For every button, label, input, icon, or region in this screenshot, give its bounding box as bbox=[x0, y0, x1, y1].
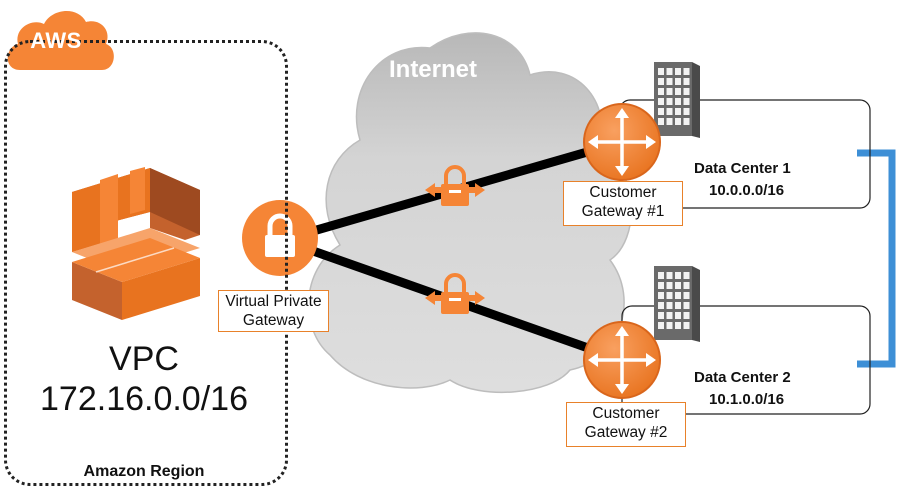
vpc-cidr: 172.16.0.0/16 bbox=[40, 380, 248, 418]
internet-cloud bbox=[307, 32, 633, 394]
building-icon bbox=[654, 62, 700, 138]
customer-gateway-1-label: Customer Gateway #1 bbox=[563, 181, 683, 226]
cg2-label-line1: Customer bbox=[592, 405, 660, 422]
datacenter-2-cidr: 10.1.0.0/16 bbox=[709, 391, 785, 408]
vpc-icon bbox=[72, 167, 200, 320]
customer-gateway-2-label: Customer Gateway #2 bbox=[566, 402, 686, 447]
datacenter-1-cidr: 10.0.0.0/16 bbox=[709, 182, 785, 199]
cg2-label-line2: Gateway #2 bbox=[584, 424, 668, 441]
datacenter-link bbox=[857, 149, 896, 368]
router-icon bbox=[583, 321, 661, 399]
aws-logo-text: AWS bbox=[30, 28, 82, 53]
internet-label: Internet bbox=[388, 56, 477, 83]
cg1-label-line2: Gateway #1 bbox=[581, 203, 665, 220]
tunnel-lock-icon bbox=[425, 273, 485, 314]
building-icon bbox=[654, 266, 700, 342]
aws-region-boundary bbox=[4, 40, 288, 486]
datacenter-2-name: Data Center 2 bbox=[694, 369, 791, 386]
vpg-label-line2: Gateway bbox=[242, 312, 305, 329]
vpc-title: VPC bbox=[109, 340, 179, 378]
vpg-label-line1: Virtual Private bbox=[225, 293, 322, 310]
router-icon bbox=[583, 103, 661, 181]
virtual-private-gateway-label: Virtual Private Gateway bbox=[218, 290, 329, 332]
cg1-label-line1: Customer bbox=[589, 184, 657, 201]
tunnel-lock-icon bbox=[425, 165, 485, 206]
datacenter-1-name: Data Center 1 bbox=[694, 160, 791, 177]
region-label: Amazon Region bbox=[83, 463, 205, 480]
